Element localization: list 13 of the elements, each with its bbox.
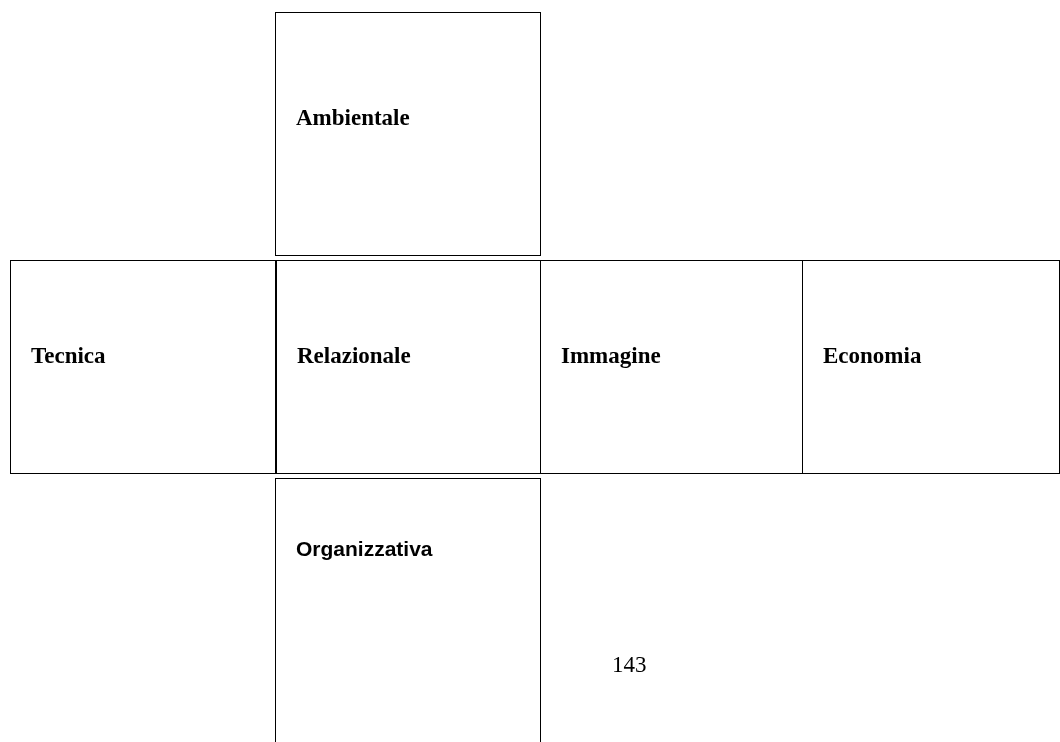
face-box <box>275 478 541 742</box>
face-box <box>10 260 276 474</box>
face-box <box>276 260 541 474</box>
face-box <box>275 12 541 256</box>
face-label: Economia <box>823 343 922 369</box>
face-label: Immagine <box>561 343 661 369</box>
face-label: Ambientale <box>296 105 410 131</box>
face-label: Relazionale <box>297 343 411 369</box>
face-box <box>540 260 803 474</box>
face-label: Tecnica <box>31 343 106 369</box>
face-box <box>802 260 1060 474</box>
face-label: Organizzativa <box>296 537 433 561</box>
page-number: 143 <box>612 652 647 678</box>
